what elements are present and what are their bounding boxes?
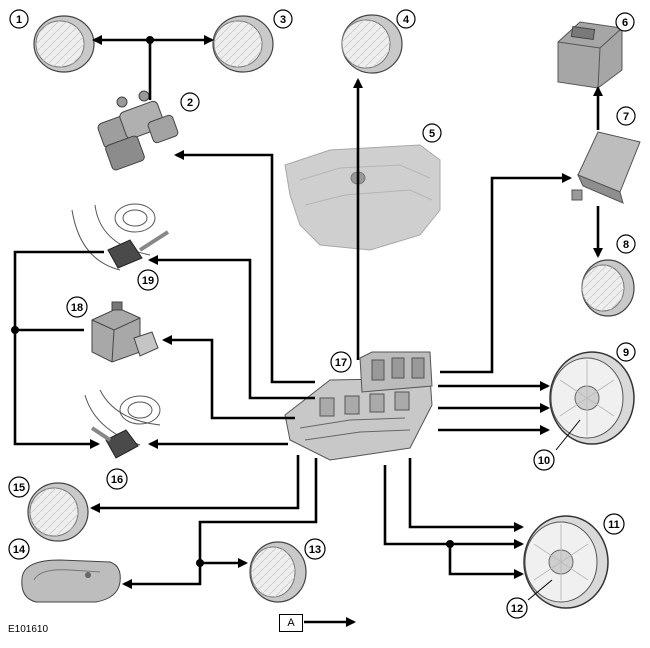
svg-text:4: 4 [403, 14, 410, 26]
sensor-19-icon [71, 203, 170, 271]
callout-8: 8 [616, 234, 636, 254]
svg-text:1: 1 [16, 14, 22, 26]
switch-assembly-2-icon [97, 90, 179, 171]
callout-14: 14 [8, 538, 30, 560]
callout-2: 2 [180, 92, 200, 112]
callout-7: 7 [616, 106, 636, 126]
callout-18: 18 [66, 296, 88, 318]
lamp-3-icon [212, 15, 274, 73]
callout-5: 5 [422, 123, 442, 143]
svg-text:7: 7 [623, 111, 629, 123]
sensor-16-icon [84, 389, 161, 459]
callout-10: 10 [533, 449, 555, 471]
legend-box-a: A [279, 614, 303, 632]
callout-4: 4 [396, 9, 416, 29]
callout-19: 19 [137, 269, 159, 291]
headlamp-11-icon [523, 515, 609, 609]
callout-17: 17 [330, 351, 352, 373]
wiring [11, 35, 603, 627]
svg-text:6: 6 [622, 17, 628, 29]
svg-text:10: 10 [538, 455, 550, 467]
svg-text:14: 14 [13, 544, 26, 556]
callouts: 1 2 3 4 5 6 7 8 9 10 11 12 13 14 15 16 1… [8, 9, 636, 619]
svg-text:17: 17 [335, 357, 347, 369]
svg-text:2: 2 [187, 97, 193, 109]
lamp-1-icon [33, 15, 95, 73]
junction-box-17-icon [284, 351, 433, 461]
svg-text:5: 5 [429, 128, 435, 140]
callout-15: 15 [8, 476, 30, 498]
callout-13: 13 [304, 538, 326, 560]
svg-text:8: 8 [623, 239, 629, 251]
svg-text:11: 11 [608, 519, 620, 531]
lamp-13-icon [249, 541, 307, 603]
lamp-15-icon [27, 482, 89, 542]
svg-text:9: 9 [623, 347, 629, 359]
callout-6: 6 [615, 12, 635, 32]
svg-text:12: 12 [511, 603, 523, 615]
headlamp-9-icon [549, 351, 635, 445]
callout-9: 9 [616, 342, 636, 362]
svg-text:19: 19 [142, 275, 154, 287]
callout-12: 12 [506, 597, 528, 619]
sensor-18-icon [91, 301, 159, 363]
lamp-14-icon [21, 559, 121, 603]
callout-1: 1 [9, 9, 29, 29]
callout-16: 16 [106, 468, 128, 490]
switch-6-icon [557, 21, 623, 89]
svg-text:15: 15 [13, 482, 25, 494]
transmission-5-icon [284, 144, 441, 251]
module-7-icon [571, 131, 641, 204]
svg-text:18: 18 [71, 302, 83, 314]
svg-text:3: 3 [280, 14, 286, 26]
lamp-4-icon [341, 14, 403, 74]
svg-text:16: 16 [111, 474, 123, 486]
callout-3: 3 [273, 9, 293, 29]
callout-11: 11 [603, 513, 625, 535]
svg-text:13: 13 [309, 544, 321, 556]
figure-id: E101610 [8, 624, 49, 635]
lamp-8-icon [581, 259, 635, 317]
